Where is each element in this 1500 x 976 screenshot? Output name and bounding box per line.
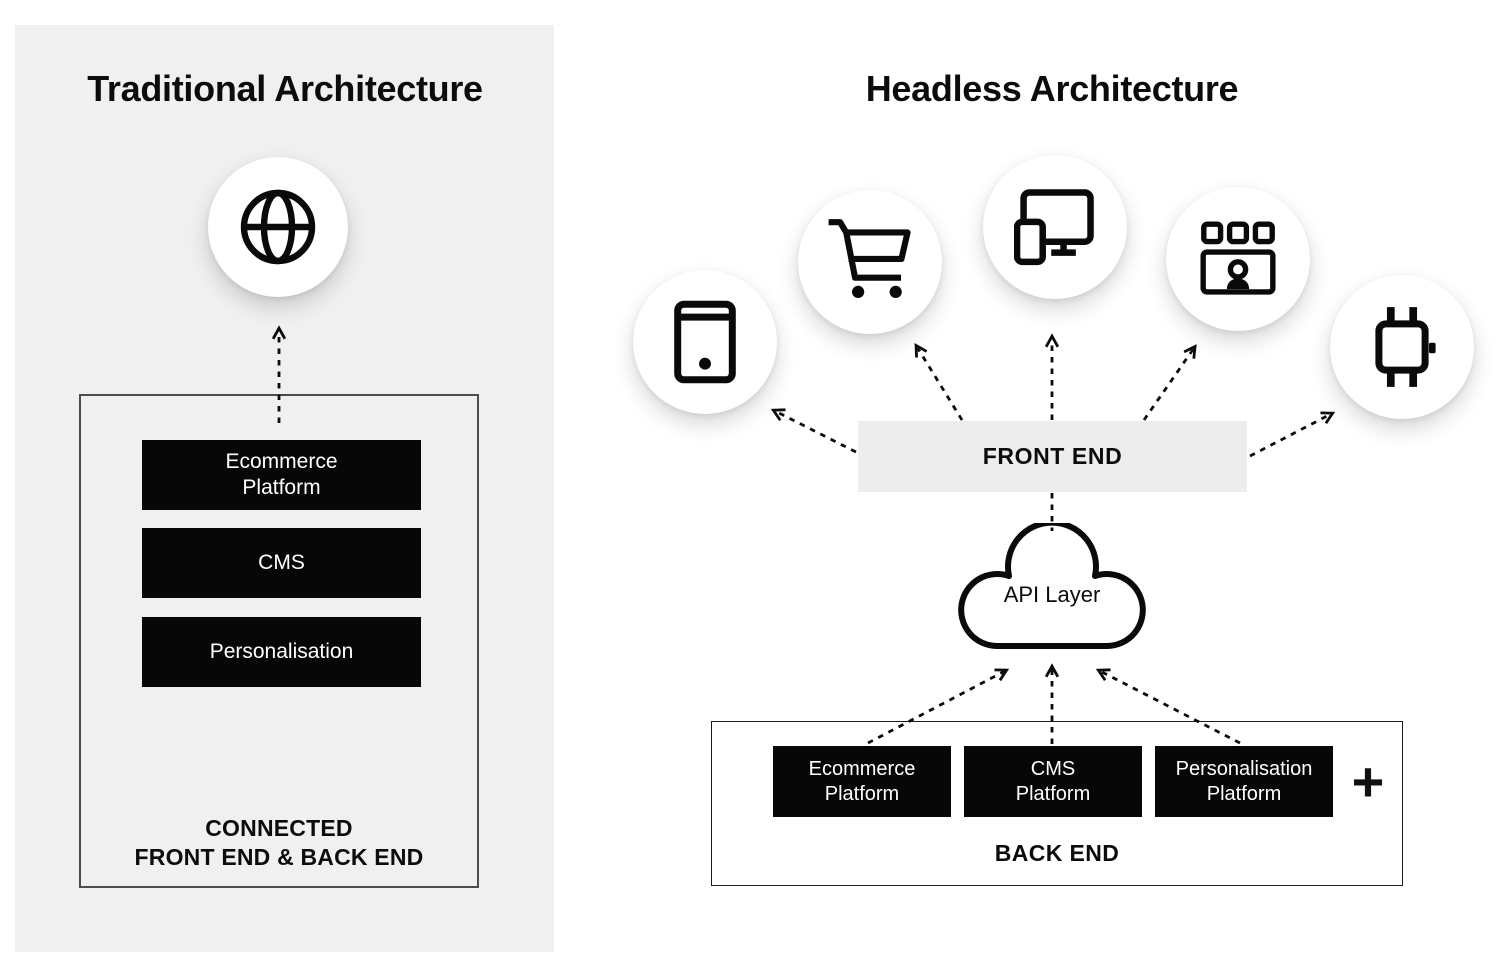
responsive-devices-icon — [1014, 189, 1094, 266]
kiosk-channel-circle — [1166, 187, 1310, 331]
traditional-cms-box: CMS — [142, 528, 421, 598]
video-kiosk-icon — [1200, 221, 1276, 295]
backend-personalisation-box: Personalisation Platform — [1155, 746, 1333, 817]
arrow-frontend-to-mobile — [770, 408, 857, 454]
back-end-caption: BACK END — [994, 840, 1120, 866]
mobile-phone-icon — [674, 300, 736, 384]
backend-ecommerce-box: Ecommerce Platform — [773, 746, 951, 817]
smartwatch-icon — [1375, 307, 1436, 387]
arrow-frontend-to-cart — [914, 342, 964, 421]
globe-icon — [240, 189, 316, 265]
smartwatch-channel-circle — [1330, 275, 1474, 419]
api-layer-label: API Layer — [1003, 582, 1101, 607]
ecommerce-channel-circle — [798, 190, 942, 334]
shopping-cart-icon — [828, 219, 911, 299]
mobile-channel-circle — [633, 270, 777, 414]
arrow-frontend-to-watch — [1249, 411, 1336, 458]
headless-title: Headless Architecture — [865, 68, 1239, 109]
connected-caption: CONNECTED FRONT END & BACK END — [134, 815, 424, 870]
front-end-bar: FRONT END — [858, 421, 1247, 492]
arrow-frontend-to-kiosk — [1142, 344, 1197, 421]
devices-channel-circle — [983, 155, 1127, 299]
plus-icon: + — [1351, 749, 1385, 813]
traditional-title: Traditional Architecture — [87, 68, 483, 109]
traditional-ecommerce-box: Ecommerce Platform — [142, 440, 421, 510]
browser-channel-circle — [208, 157, 348, 297]
api-layer-cloud — [958, 523, 1146, 649]
backend-cms-box: CMS Platform — [964, 746, 1142, 817]
traditional-personalisation-box: Personalisation — [142, 617, 421, 687]
